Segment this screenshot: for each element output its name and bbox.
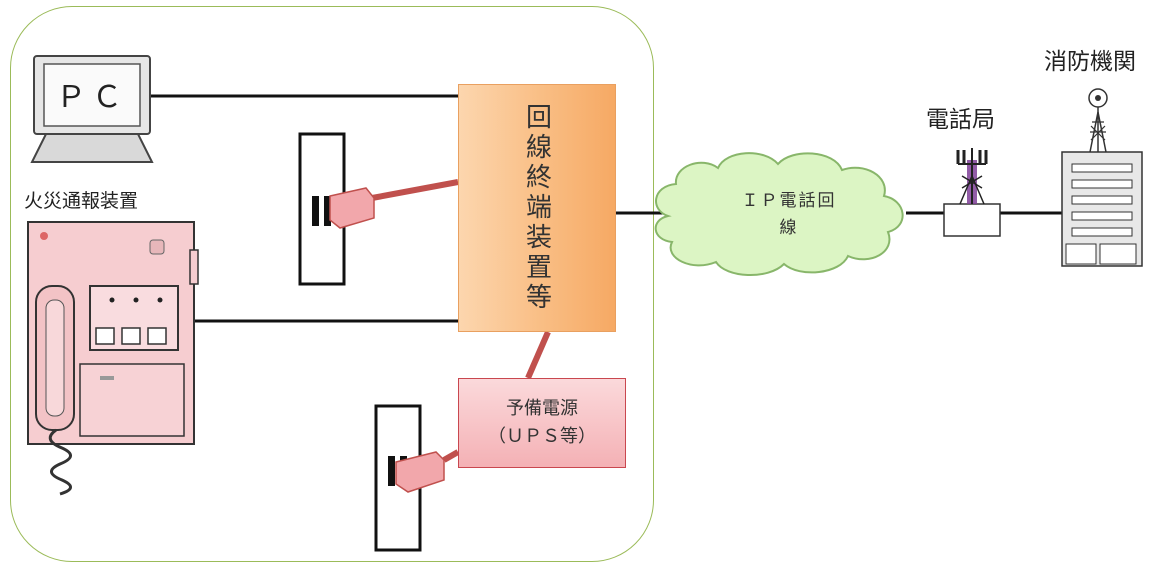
telephone-office-label: 電話局	[926, 107, 995, 133]
fire-department-label: 消防機関	[1044, 49, 1136, 75]
pc-icon	[30, 55, 154, 163]
ip-phone-line-label: ＩＰ電話回 線	[704, 188, 874, 242]
backup-power-supply: 予備電源 （ＵＰＳ等）	[458, 378, 626, 468]
outlet-to-terminal-cable	[371, 179, 459, 201]
wall-outlet-icon	[374, 404, 445, 552]
ups-title: 予備電源	[506, 398, 578, 419]
line-terminal-unit-label: 回線終端装置等	[521, 103, 552, 313]
outlet-to-ups-cable	[442, 449, 460, 463]
fire-alarm-device-label: 火災通報装置	[24, 190, 139, 212]
line-terminal-unit: 回線終端装置等	[458, 84, 616, 332]
pc-label: ＰＣ	[56, 80, 128, 115]
fire-department-icon	[1061, 88, 1143, 267]
ip-phone-line-cloud	[654, 152, 904, 276]
ip-phone-line-label-line1: ＩＰ電話回	[741, 191, 837, 211]
ups-subtitle: （ＵＰＳ等）	[488, 426, 596, 447]
fire-alarm-device-icon	[27, 221, 199, 496]
terminal-to-ups-cable	[525, 330, 551, 380]
telephone-office-icon	[943, 148, 1001, 237]
wall-outlet-icon	[298, 132, 375, 286]
ip-phone-line-label-line2: 線	[779, 218, 799, 238]
